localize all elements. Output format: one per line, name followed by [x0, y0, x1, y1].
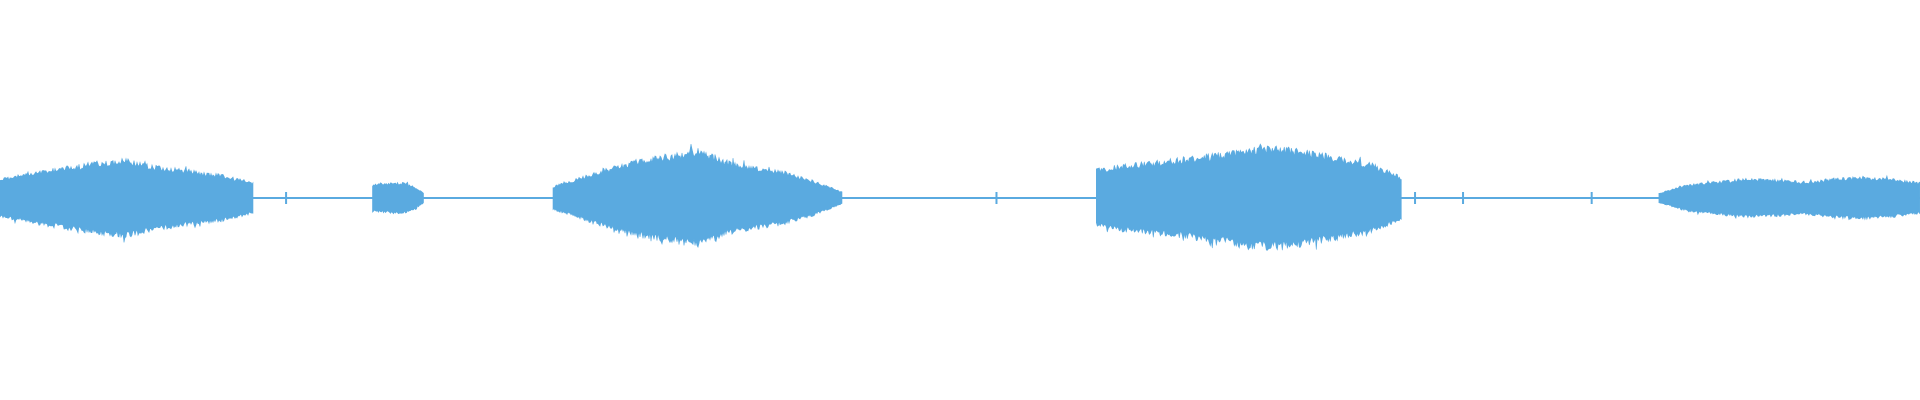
- waveform-segment-5: [1658, 174, 1920, 221]
- waveform-segment-1: [0, 157, 254, 243]
- waveform-segment-2: [372, 181, 424, 215]
- waveform-segment-3: [552, 144, 843, 248]
- waveform-segment-4: [1096, 143, 1402, 251]
